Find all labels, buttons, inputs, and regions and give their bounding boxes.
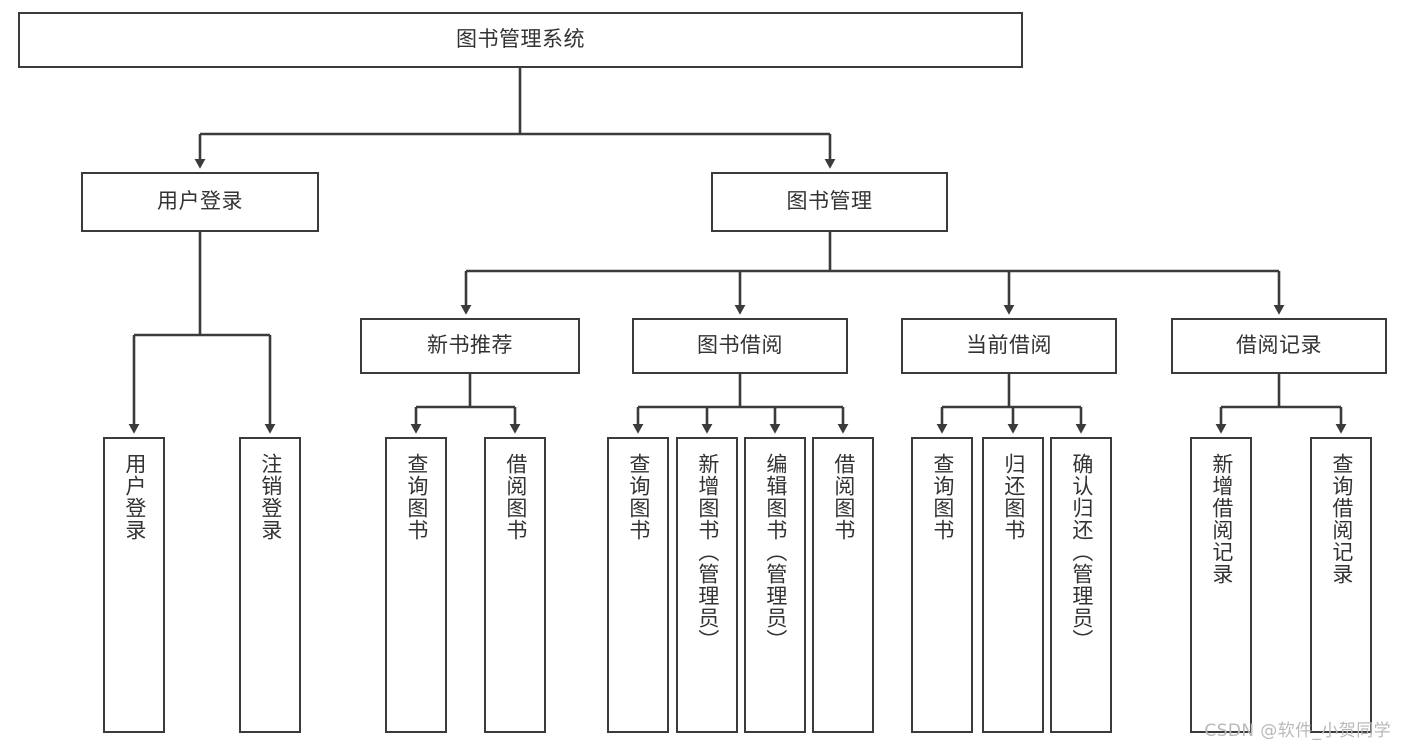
leaf-node[interactable]: 编辑图书（管理员） bbox=[744, 437, 806, 733]
leaf-label: 归还图书 bbox=[1001, 453, 1026, 541]
node-new-book-recommend-label: 新书推荐 bbox=[427, 333, 513, 358]
leaf-label: 借阅图书 bbox=[831, 453, 856, 541]
watermark: CSDN @软件_小贺同学 bbox=[1204, 721, 1391, 741]
node-current-borrow[interactable]: 当前借阅 bbox=[901, 318, 1117, 374]
leaf-node[interactable]: 查询图书 bbox=[607, 437, 669, 733]
leaf-node[interactable]: 借阅图书 bbox=[484, 437, 546, 733]
leaf-label: 查询图书 bbox=[626, 453, 651, 541]
leaf-node[interactable]: 新增借阅记录 bbox=[1190, 437, 1252, 733]
leaf-label: 编辑图书（管理员） bbox=[763, 453, 788, 651]
node-borrow-record[interactable]: 借阅记录 bbox=[1171, 318, 1387, 374]
leaf-label: 用户登录 bbox=[122, 453, 147, 541]
leaf-label: 新增图书（管理员） bbox=[695, 453, 720, 651]
leaf-node[interactable]: 查询图书 bbox=[911, 437, 973, 733]
leaf-label: 注销登录 bbox=[258, 453, 283, 541]
leaf-label: 借阅图书 bbox=[503, 453, 528, 541]
node-borrow-record-label: 借阅记录 bbox=[1236, 333, 1322, 358]
node-book-borrow[interactable]: 图书借阅 bbox=[632, 318, 848, 374]
leaf-node[interactable]: 注销登录 bbox=[239, 437, 301, 733]
node-user-login-label: 用户登录 bbox=[157, 189, 243, 214]
node-book-management-label: 图书管理 bbox=[786, 189, 873, 214]
node-new-book-recommend[interactable]: 新书推荐 bbox=[360, 318, 580, 374]
leaf-node[interactable]: 查询图书 bbox=[385, 437, 447, 733]
leaf-node[interactable]: 借阅图书 bbox=[812, 437, 874, 733]
node-root-label: 图书管理系统 bbox=[456, 27, 585, 52]
leaf-label: 确认归还（管理员） bbox=[1069, 453, 1094, 651]
leaf-label: 查询借阅记录 bbox=[1329, 453, 1354, 585]
leaf-label: 查询图书 bbox=[930, 453, 955, 541]
leaf-node[interactable]: 归还图书 bbox=[982, 437, 1044, 733]
node-current-borrow-label: 当前借阅 bbox=[966, 333, 1052, 358]
leaf-label: 查询图书 bbox=[404, 453, 429, 541]
leaf-node[interactable]: 查询借阅记录 bbox=[1310, 437, 1372, 733]
leaf-node[interactable]: 确认归还（管理员） bbox=[1050, 437, 1112, 733]
node-user-login[interactable]: 用户登录 bbox=[81, 172, 319, 232]
leaf-label: 新增借阅记录 bbox=[1209, 453, 1234, 585]
node-book-borrow-label: 图书借阅 bbox=[697, 333, 783, 358]
leaf-node[interactable]: 用户登录 bbox=[103, 437, 165, 733]
leaf-node[interactable]: 新增图书（管理员） bbox=[676, 437, 738, 733]
node-book-management[interactable]: 图书管理 bbox=[711, 172, 948, 232]
node-root[interactable]: 图书管理系统 bbox=[18, 12, 1023, 68]
